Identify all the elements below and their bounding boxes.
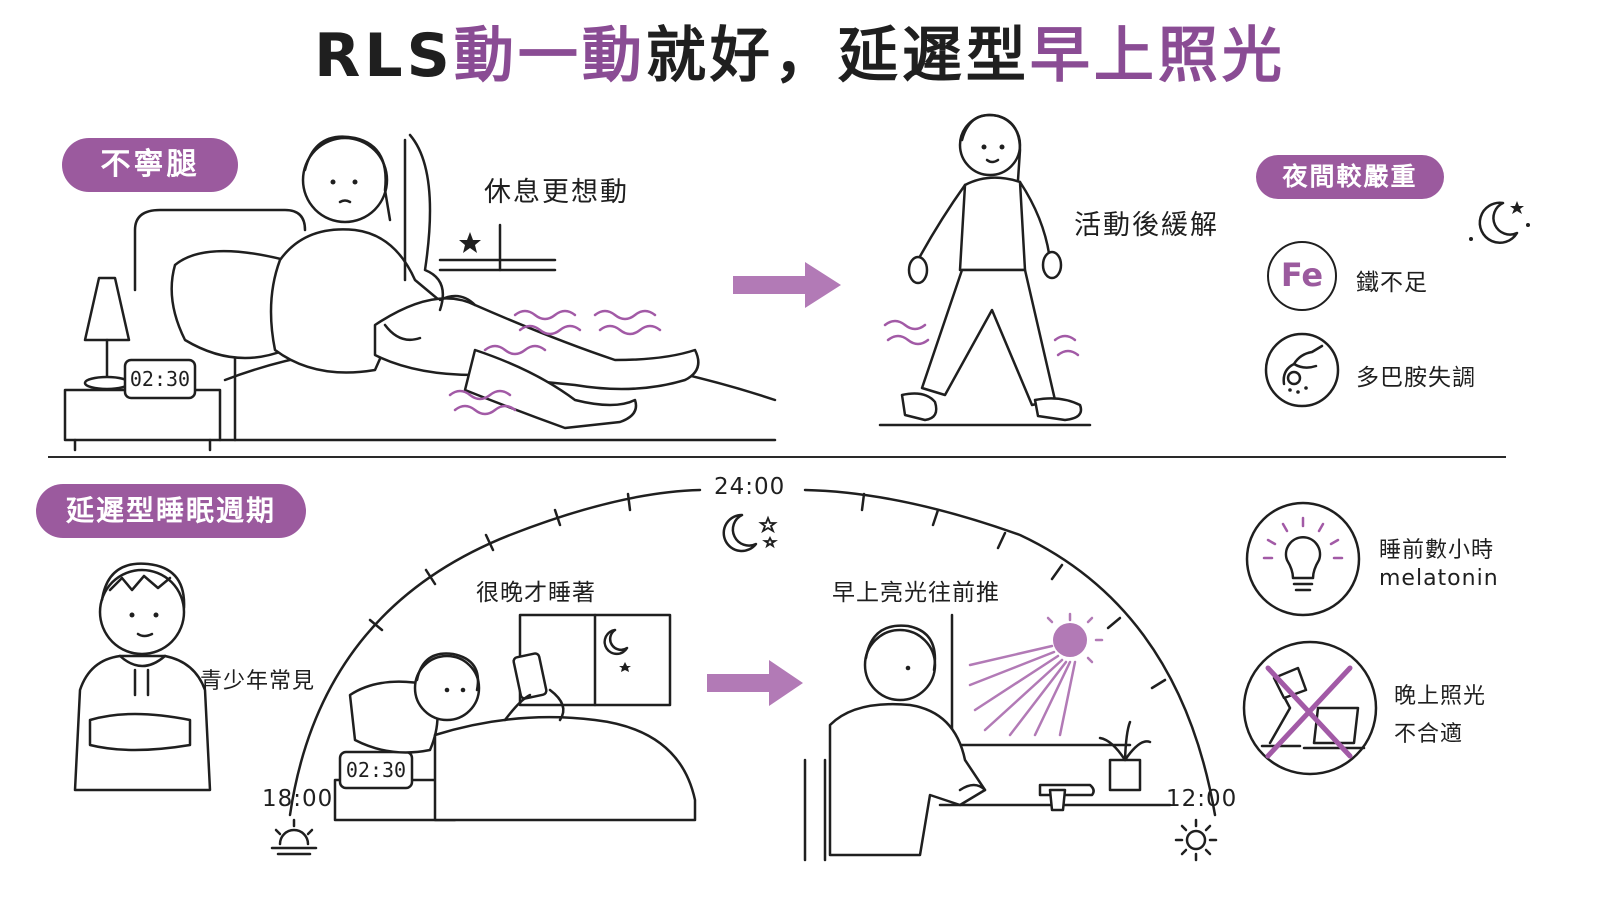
arc-tick-marks xyxy=(368,492,1167,690)
title-rls: RLS xyxy=(314,21,454,91)
window-frame xyxy=(403,133,557,312)
moon-icon xyxy=(1469,201,1530,244)
morning-light-label: 早上亮光往前推 xyxy=(832,580,1000,606)
lightbulb-icon xyxy=(1245,501,1361,617)
time-midnight: 24:00 xyxy=(714,474,786,500)
night-worse-tag: 夜間較嚴重 xyxy=(1256,155,1444,199)
dopamine-label: 多巴胺失調 xyxy=(1356,365,1476,391)
sun-icon xyxy=(1174,818,1218,862)
time-noon: 12:00 xyxy=(1166,786,1238,812)
crossed-lamp-icon xyxy=(1242,640,1378,776)
iron-deficiency-label: 鐵不足 xyxy=(1356,270,1428,296)
morning-desk-scene-illustration xyxy=(803,612,1172,862)
sun-icon xyxy=(968,612,1104,737)
digital-clock-icon xyxy=(338,750,414,790)
clock-display: 02:30 xyxy=(130,367,190,391)
title-morning-light: 早上照光 xyxy=(1029,21,1286,91)
title-move: 動一動 xyxy=(453,21,646,91)
delayed-sleep-tag: 延遲型睡眠週期 xyxy=(36,484,306,538)
digital-clock-icon: 02:30 xyxy=(123,358,197,400)
iron-icon: Fe xyxy=(1267,241,1337,311)
teen-figure-illustration xyxy=(73,562,212,792)
sunrise-icon xyxy=(270,818,318,856)
mug-icon xyxy=(1048,788,1067,812)
no-night-light-line1: 晚上照光 xyxy=(1394,684,1487,709)
moon-icon xyxy=(603,628,629,656)
star-icon xyxy=(459,232,481,253)
teen-common-label: 青少年常見 xyxy=(200,669,316,694)
bed-icon xyxy=(133,208,777,442)
star-icon xyxy=(758,515,778,534)
page-title: RLS動一動就好，延遲型早上照光 xyxy=(0,18,1600,94)
caption-active: 活動後緩解 xyxy=(1074,210,1219,241)
late-sleep-scene-illustration: 02:30 xyxy=(333,613,697,822)
dopamine-neuron-icon xyxy=(1264,332,1340,408)
title-middle: 就好，延遲型 xyxy=(645,21,1030,91)
melatonin-hint-line2: melatonin xyxy=(1379,566,1499,591)
moon-icon xyxy=(722,513,778,553)
plant-icon xyxy=(1098,720,1152,792)
melatonin-hint-line1: 睡前數小時 xyxy=(1379,538,1495,563)
sitting-woman-figure xyxy=(269,135,700,430)
clock-display: 02:30 xyxy=(346,758,406,782)
phone-icon xyxy=(512,652,548,700)
arrow-right-icon xyxy=(707,660,803,706)
star-icon xyxy=(762,535,778,549)
no-night-light-line2: 不合適 xyxy=(1394,722,1464,747)
restless-wave-marks xyxy=(448,309,662,416)
bed-scene-illustration: 02:30 xyxy=(63,133,777,452)
time-evening: 18:00 xyxy=(262,786,334,812)
walking-person-icon xyxy=(878,113,1092,427)
day-cycle-arc xyxy=(288,488,1217,817)
caption-rest: 休息更想動 xyxy=(484,177,629,208)
nightstand xyxy=(63,388,222,452)
star-icon xyxy=(619,662,631,672)
lamp-icon xyxy=(83,276,131,391)
rls-tag: 不寧腿 xyxy=(62,138,238,192)
arrow-right-icon xyxy=(733,262,841,308)
star-icon xyxy=(1510,201,1524,214)
laptop-icon xyxy=(1038,783,1095,797)
late-sleep-label: 很晚才睡著 xyxy=(476,580,596,606)
section-divider xyxy=(48,456,1506,458)
